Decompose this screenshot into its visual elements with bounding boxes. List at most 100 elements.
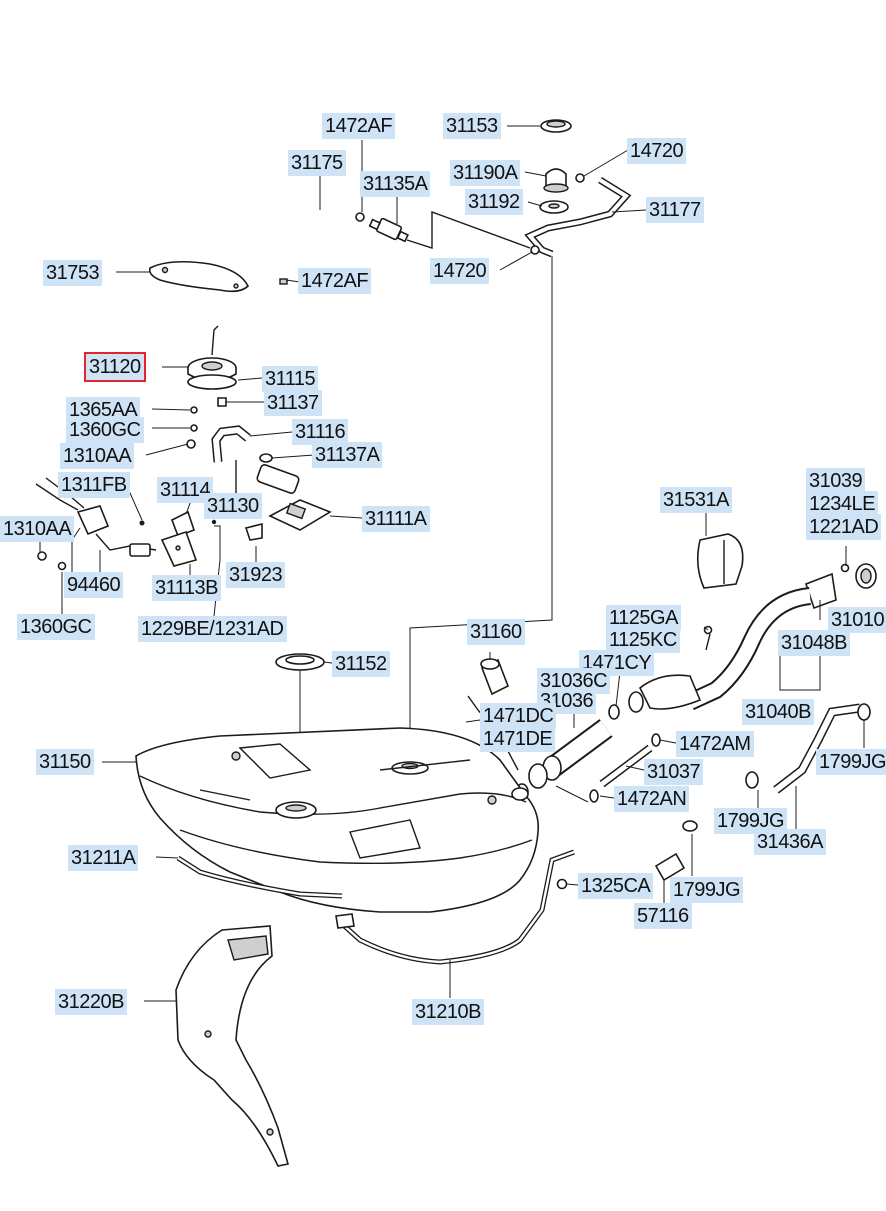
vent-leader-line (409, 256, 553, 760)
bolt-1365aa (190, 406, 198, 414)
label-1472am[interactable]: 1472AM (676, 731, 754, 757)
label-1799jg-b[interactable]: 1799JG (714, 808, 788, 834)
label-94460[interactable]: 94460 (64, 572, 124, 598)
label-31010[interactable]: 31010 (828, 607, 886, 633)
clamp-1799jg-a (857, 703, 871, 721)
label-31130[interactable]: 31130 (204, 493, 262, 519)
filler-hose-31160 (480, 658, 510, 696)
label-31211a[interactable]: 31211A (68, 845, 139, 871)
bolt-1229be (211, 519, 217, 525)
screw-1221ad (840, 563, 850, 573)
label-31116[interactable]: 31116 (292, 419, 349, 445)
fuel-sender-unit-31120 (187, 325, 237, 382)
label-1311fb[interactable]: 1311FB (58, 472, 130, 498)
label-31137[interactable]: 31137 (264, 390, 322, 416)
label-31114[interactable]: 31114 (157, 477, 214, 503)
label-31137a[interactable]: 31137A (312, 442, 383, 468)
label-31153[interactable]: 31153 (443, 113, 501, 139)
label-31040b[interactable]: 31040B (742, 699, 814, 725)
fuel-pump-31111a (256, 464, 332, 531)
label-14720-mid[interactable]: 14720 (430, 258, 490, 284)
clamp-14720-top (575, 173, 585, 183)
label-1125ga[interactable]: 1125GA (606, 605, 681, 631)
fuel-hose-31116 (211, 425, 251, 463)
label-1799jg-a[interactable]: 1799JG (816, 749, 886, 775)
label-31923[interactable]: 31923 (226, 562, 286, 588)
label-57116[interactable]: 57116 (634, 903, 692, 929)
label-31135a[interactable]: 31135A (360, 171, 431, 197)
filler-cap-31010 (855, 563, 877, 589)
label-31152[interactable]: 31152 (332, 651, 390, 677)
vent-hose-31175 (281, 207, 346, 280)
label-1234le[interactable]: 1234LE (806, 491, 878, 517)
label-31115[interactable]: 31115 (262, 366, 319, 392)
clamp-1799jg-c (682, 820, 698, 832)
label-1360gc-a[interactable]: 1360GC (66, 417, 144, 443)
heat-shield-31753 (148, 260, 249, 293)
clamp-1472an (589, 789, 599, 803)
clamp-1471cy (608, 704, 620, 720)
clamp-1472am (651, 733, 661, 747)
label-1310aa-a[interactable]: 1310AA (60, 443, 135, 469)
label-1229be-1231ad[interactable]: 1229BE/1231AD (138, 616, 287, 642)
nut-1310aa-b (37, 551, 47, 561)
filler-neck-31040b (628, 572, 837, 713)
breather-hose-31436a (773, 703, 861, 794)
washer-1360gc (190, 424, 198, 432)
grommet-31137 (217, 397, 227, 407)
label-31113b[interactable]: 31113B (152, 575, 221, 601)
label-1325ca[interactable]: 1325CA (578, 873, 654, 899)
grommet-31137a (259, 453, 273, 463)
fuel-filter-valve-31135a (368, 217, 409, 243)
clip-1472af-upper (355, 212, 365, 222)
washer-1360gc-b (57, 561, 67, 571)
label-1471dc[interactable]: 1471DC (480, 703, 557, 729)
bolt-1325ca (556, 878, 568, 890)
label-31175[interactable]: 31175 (288, 150, 346, 176)
wiring-harness-94460 (35, 477, 157, 557)
label-1360gc-b[interactable]: 1360GC (17, 614, 95, 640)
clamp-14720-mid (530, 245, 540, 255)
label-1472an[interactable]: 1472AN (614, 786, 690, 812)
bracket-31114 (170, 510, 196, 538)
label-31192[interactable]: 31192 (465, 189, 523, 215)
clip-57116 (654, 852, 686, 882)
nut-1310aa (186, 439, 196, 449)
label-31160[interactable]: 31160 (467, 619, 525, 645)
label-31120[interactable]: 31120 (84, 352, 146, 382)
strainer-31923 (244, 522, 263, 541)
vent-line (406, 210, 531, 249)
cap-31153 (540, 119, 572, 133)
label-31531a[interactable]: 31531A (660, 487, 732, 513)
label-1125kc[interactable]: 1125KC (606, 627, 680, 653)
label-31037[interactable]: 31037 (644, 759, 704, 785)
label-31111a[interactable]: 31111A (362, 506, 430, 532)
label-1799jg-c[interactable]: 1799JG (670, 877, 744, 903)
label-1221ad[interactable]: 1221AD (806, 514, 882, 540)
label-1471de[interactable]: 1471DE (480, 726, 556, 752)
label-14720-top[interactable]: 14720 (627, 138, 687, 164)
label-31177[interactable]: 31177 (646, 197, 704, 223)
label-31048b[interactable]: 31048B (778, 630, 850, 656)
gasket-31115 (187, 374, 237, 390)
label-1472af-bottom[interactable]: 1472AF (298, 268, 372, 294)
tank-band-31210b (335, 849, 575, 965)
label-31436a[interactable]: 31436A (754, 829, 826, 855)
gasket-31152 (275, 653, 325, 800)
bolt-1311fb (139, 520, 145, 526)
gasket-31192 (539, 200, 569, 214)
valve-31190a (543, 168, 569, 193)
label-31039[interactable]: 31039 (806, 468, 866, 494)
bracket-31113b (160, 530, 198, 567)
label-31210b[interactable]: 31210B (412, 999, 484, 1025)
label-1472af-top[interactable]: 1472AF (322, 113, 396, 139)
label-31150[interactable]: 31150 (36, 749, 94, 775)
vent-tube-31177 (524, 177, 632, 258)
label-1310aa-b[interactable]: 1310AA (0, 516, 75, 542)
clamp-1799jg-b (745, 771, 759, 789)
label-31220b[interactable]: 31220B (55, 989, 127, 1015)
label-31190a[interactable]: 31190A (450, 160, 521, 186)
protector-31220b (175, 925, 290, 1167)
label-31753[interactable]: 31753 (43, 260, 103, 286)
clamp-1471dc (528, 763, 548, 789)
